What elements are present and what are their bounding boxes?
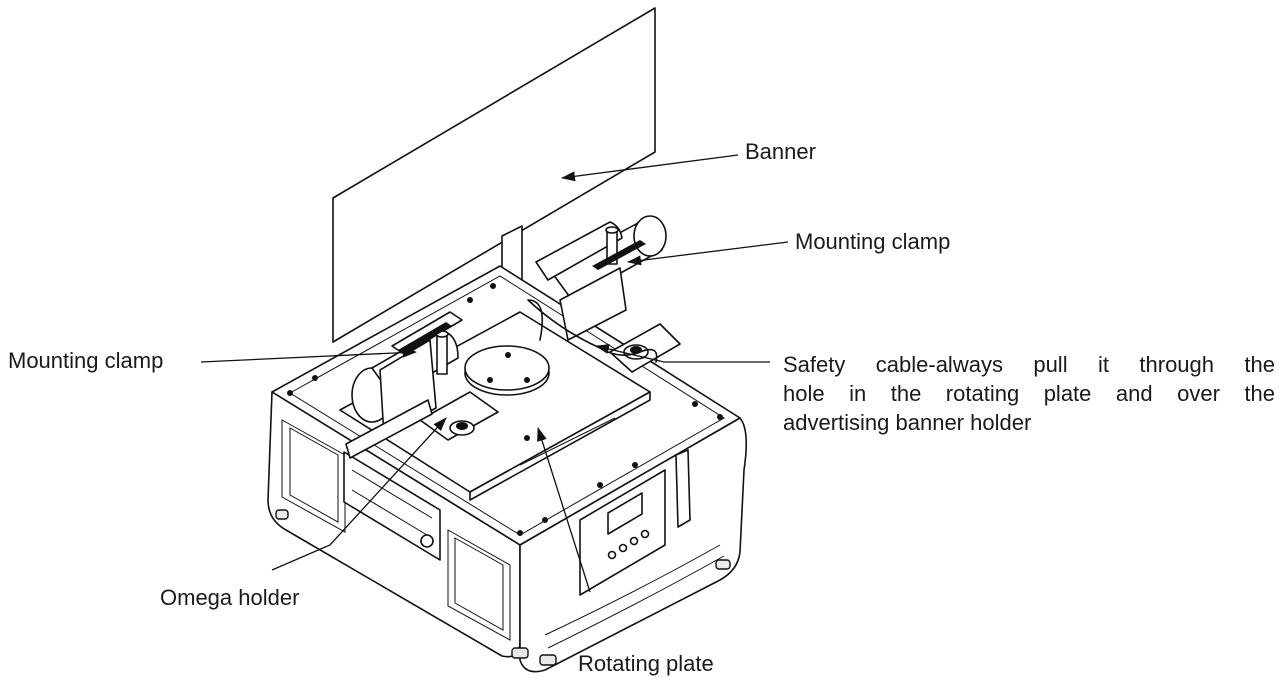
- mounting-clamp-right-leader: [627, 241, 789, 266]
- mounting-clamp-left-leader: [200, 347, 417, 363]
- left-clamp: [345, 311, 499, 459]
- safety-cable-line-1: Safety cable-always pull it through the: [783, 352, 1275, 377]
- safety-cable-leader: [595, 344, 770, 363]
- safety-cable-line-3: advertising banner holder: [783, 410, 1032, 435]
- mounting-clamp-right-label: Mounting clamp: [795, 229, 951, 254]
- rotating-plate: [339, 311, 651, 501]
- rotating-plate-leader: [537, 427, 591, 593]
- right-clamp: [535, 215, 681, 373]
- display-panel: [579, 469, 666, 596]
- rotating-plate-label: Rotating plate: [578, 651, 714, 676]
- omega-holder-leader: [271, 417, 447, 571]
- banner-label: Banner: [745, 139, 816, 164]
- safety-cable-line-2: hole in the rotating plate and over the: [783, 381, 1275, 406]
- banner-leader: [561, 154, 739, 182]
- safety-cable-label: Safety cable-always pull it through the …: [783, 350, 1275, 437]
- mounting-clamp-left-label: Mounting clamp: [8, 348, 164, 373]
- omega-holder-label: Omega holder: [160, 585, 300, 610]
- banner-sheet: [332, 7, 656, 343]
